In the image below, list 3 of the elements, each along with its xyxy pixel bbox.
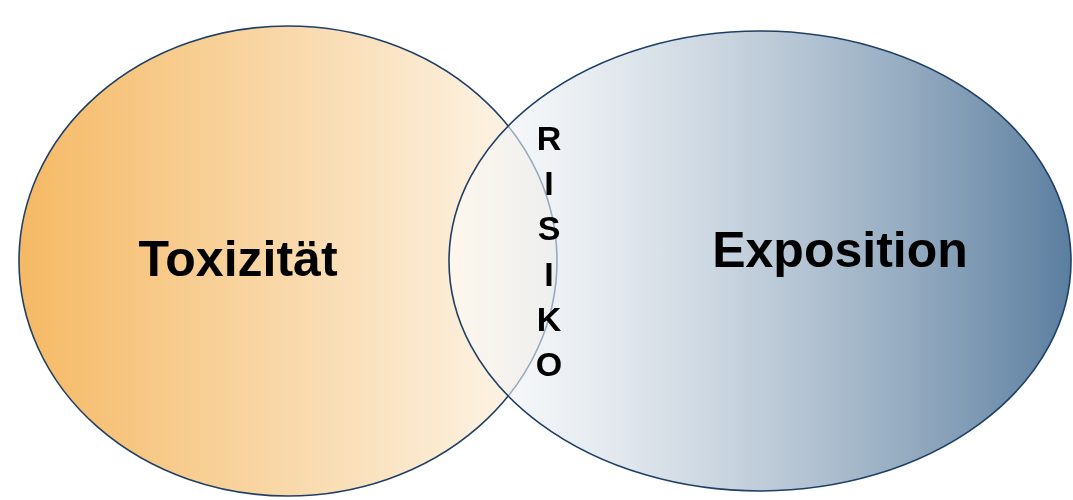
overlap-label: RISIKO xyxy=(534,118,564,386)
set-label: Exposition xyxy=(712,221,968,279)
set-label: Toxizität xyxy=(138,230,338,288)
